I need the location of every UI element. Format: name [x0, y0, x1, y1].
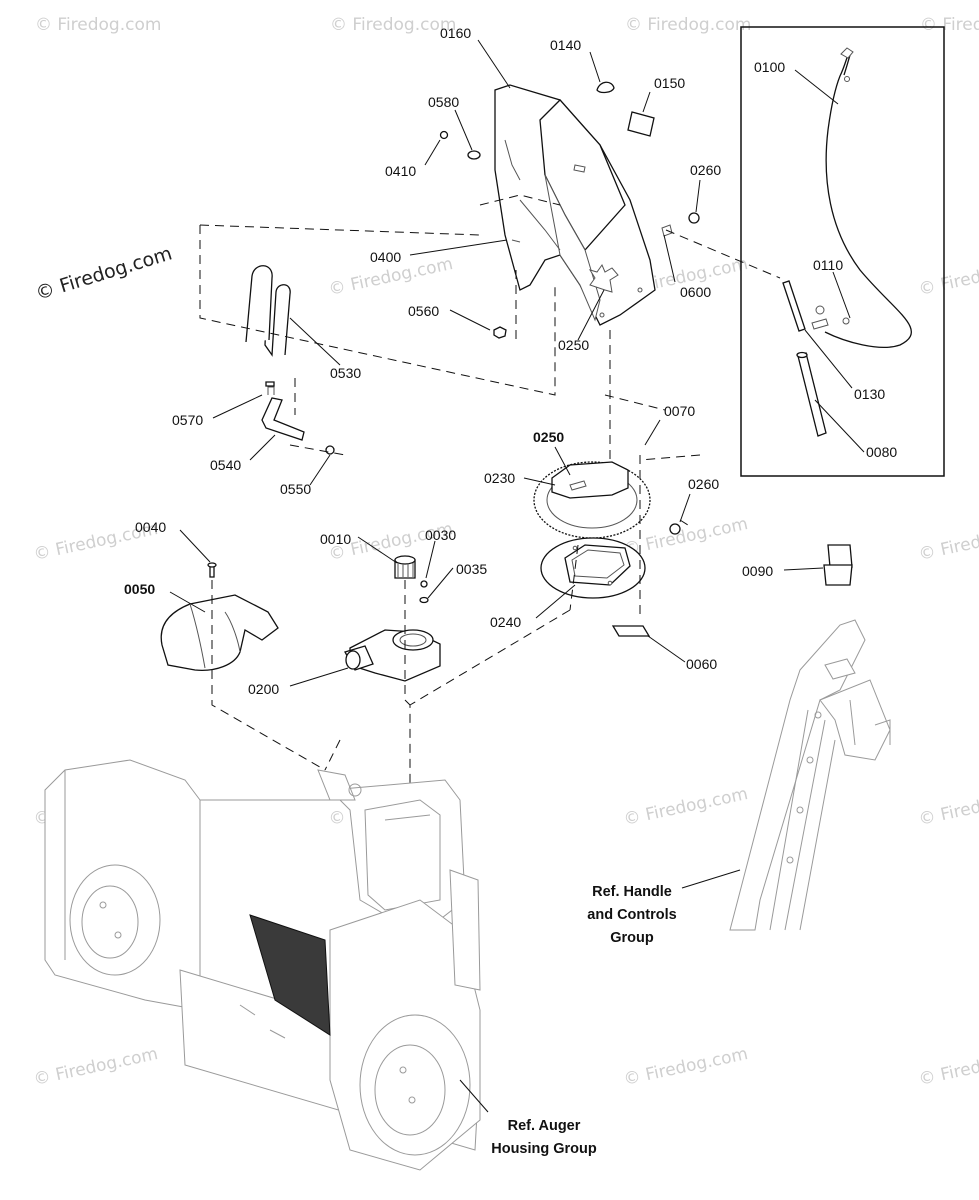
motor-cover [160, 562, 279, 671]
callout-0260-mid: 0260 [688, 476, 719, 492]
ref-auger-line2: Housing Group [491, 1141, 597, 1157]
callout-0400: 0400 [370, 249, 401, 265]
ref-handle-line3: Group [610, 930, 654, 946]
callout-0570: 0570 [172, 412, 203, 428]
leader-lines [169, 39, 865, 1113]
watermark: © Firedog.com [622, 514, 750, 560]
watermark: © Firedog.com [917, 519, 979, 565]
ref-handle-line1: Ref. Handle [592, 884, 672, 900]
callout-0410: 0410 [385, 163, 416, 179]
callout-0560: 0560 [408, 303, 439, 319]
callout-0240: 0240 [490, 614, 521, 630]
callout-0060: 0060 [686, 656, 717, 672]
rotator-ring [533, 461, 681, 539]
watermark: © Firedog.com [920, 15, 979, 35]
ref-auger-line1: Ref. Auger [508, 1118, 581, 1134]
chute-hardware [439, 81, 700, 339]
callout-0040: 0040 [135, 519, 166, 535]
wire-bracket [245, 265, 291, 357]
callout-0090: 0090 [742, 563, 773, 579]
callout-0140: 0140 [550, 37, 581, 53]
callout-0100: 0100 [754, 59, 785, 75]
callout-0250-mid: 0250 [533, 429, 564, 445]
callout-0230: 0230 [484, 470, 515, 486]
callout-0530: 0530 [330, 365, 361, 381]
callout-0070: 0070 [664, 403, 695, 419]
inset-frame [740, 26, 945, 477]
callout-0160: 0160 [440, 25, 471, 41]
assembly-dash-lines [199, 194, 781, 790]
auger-housing [44, 759, 481, 1171]
callout-0050: 0050 [124, 581, 155, 597]
ref-handle-line2: and Controls [587, 907, 676, 923]
callout-0110: 0110 [813, 257, 843, 273]
callout-0580: 0580 [428, 94, 459, 110]
watermark: © Firedog.com [917, 1044, 979, 1090]
bracket-plate [261, 381, 335, 455]
watermark: © Firedog.com [330, 15, 456, 35]
callout-0150: 0150 [654, 75, 685, 91]
base-plate [540, 537, 651, 637]
callout-0260-top: 0260 [690, 162, 721, 178]
watermark: © Firedog.com [917, 254, 979, 300]
callout-0035: 0035 [456, 561, 487, 577]
callout-0540: 0540 [210, 457, 241, 473]
reference-labels: Ref. Handle and Controls Group Ref. Auge… [491, 884, 676, 1157]
motor-assembly [344, 555, 441, 682]
callout-labels: 0160 0140 0150 0580 0410 0260 0400 0600 … [124, 25, 897, 697]
callout-0550: 0550 [280, 481, 311, 497]
callout-0200: 0200 [248, 681, 279, 697]
callout-0250-top: 0250 [558, 337, 589, 353]
chute-assembly [494, 84, 656, 326]
callout-0010: 0010 [320, 531, 351, 547]
callout-0600: 0600 [680, 284, 711, 300]
callout-0080: 0080 [866, 444, 897, 460]
watermark: © Firedog.com [622, 1044, 750, 1090]
watermark: © Firedog.com [622, 784, 750, 830]
callout-0030: 0030 [425, 527, 456, 543]
watermark: © Firedog.com [917, 784, 979, 830]
watermark-primary: © Firedog.com [33, 242, 175, 304]
watermark: © Firedog.com [625, 15, 751, 35]
callout-0130: 0130 [854, 386, 885, 402]
cable-assembly [782, 47, 912, 437]
watermark: © Firedog.com [32, 1044, 160, 1090]
watermark: © Firedog.com [35, 15, 161, 35]
handle-controls [729, 544, 891, 931]
